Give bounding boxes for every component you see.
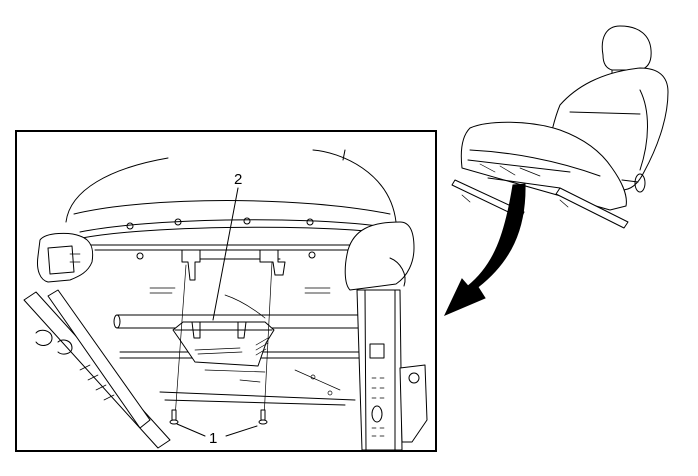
leader-line-2 bbox=[212, 187, 239, 321]
fastener-right bbox=[258, 409, 268, 425]
fastener-left bbox=[169, 409, 179, 425]
leader-line-1a bbox=[176, 423, 206, 437]
seat-overview bbox=[451, 25, 669, 229]
callout-2: 2 bbox=[234, 171, 242, 188]
leader-line-1b bbox=[225, 425, 258, 437]
callout-1: 1 bbox=[209, 430, 217, 447]
detail-view bbox=[23, 149, 428, 451]
curved-arrow-icon bbox=[443, 183, 526, 316]
seat-module bbox=[172, 321, 275, 367]
